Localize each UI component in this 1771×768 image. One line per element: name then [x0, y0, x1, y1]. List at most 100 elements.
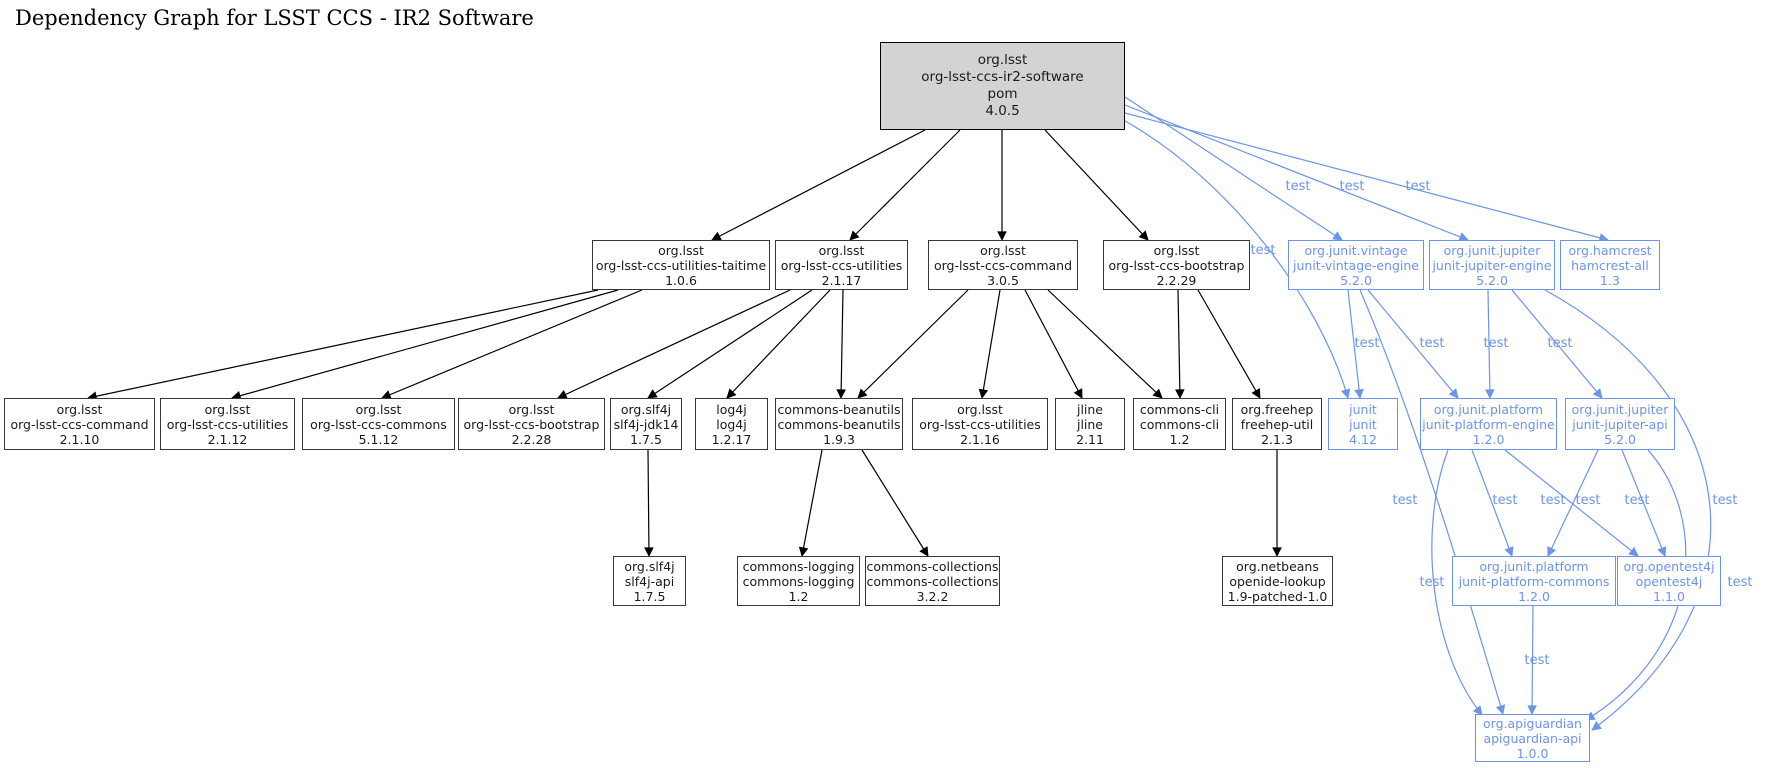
edge-label-test: test — [1251, 243, 1276, 258]
edge-vintage-to-platformengine — [1367, 289, 1459, 399]
node-label-line: 1.2 — [1169, 431, 1190, 447]
edge-label-test: test — [1286, 179, 1311, 194]
node-label-line: org.lsst — [957, 401, 1003, 417]
edge-label-test: test — [1420, 336, 1445, 351]
edge-jupiterengine-to-apiguardian — [1544, 289, 1712, 731]
edge-root-to-utilities217 — [849, 129, 961, 241]
node-label-line: pom — [987, 86, 1018, 102]
node-label-line: 1.0.0 — [1516, 745, 1549, 761]
node-label-line: 2.2.29 — [1156, 272, 1197, 288]
edge-label-test: test — [1355, 336, 1380, 351]
edge-jupiterapi-to-opentest4j — [1621, 449, 1667, 557]
node-label-line: org-lsst-ccs-command — [933, 257, 1073, 273]
edge-root-to-hamcrest — [1124, 112, 1609, 243]
node-label-line: opentest4j — [1635, 573, 1703, 589]
edge-label-test: test — [1484, 336, 1509, 351]
node-label-line: 2.11 — [1076, 431, 1104, 447]
edge-command305-to-jline — [1024, 289, 1083, 399]
node-label-line: commons-collections — [866, 573, 999, 589]
node-label-line: org-lsst-ccs-commons — [310, 416, 447, 432]
node-label-line: commons-logging — [742, 558, 855, 574]
edge-slf4jjdk14-to-slf4japi — [644, 449, 654, 557]
edge-platformengine-to-opentest4j — [1504, 449, 1639, 557]
edge-beanutils-to-commonscollections — [861, 449, 929, 557]
node-label-line: 1.9-patched-1.0 — [1227, 588, 1328, 604]
edge-label-test: test — [1493, 493, 1518, 508]
node-label-line: 3.2.2 — [916, 588, 949, 604]
node-label-line: org.lsst — [980, 242, 1026, 258]
edge-beanutils-to-commonslogging — [798, 449, 823, 557]
edge-utilities217-to-slf4jjdk14 — [647, 289, 813, 399]
edge-root-to-bootstrap2229 — [1044, 129, 1149, 241]
node-label-line: 3.0.5 — [987, 272, 1019, 288]
node-label-line: org-lsst-ccs-utilities — [780, 257, 903, 273]
node-label-line: org.junit.jupiter — [1571, 401, 1669, 417]
node-label-line: 4.0.5 — [985, 103, 1020, 119]
node-label-line: org.lsst — [56, 401, 103, 417]
node-label-line: org.slf4j — [620, 401, 672, 417]
node-label-line: org.junit.vintage — [1304, 242, 1408, 258]
node-label-line: org-lsst-ccs-bootstrap — [463, 416, 600, 432]
edge-label-test: test — [1406, 179, 1431, 194]
edge-root-to-taitime — [711, 129, 926, 241]
node-label-line: junit-jupiter-engine — [1432, 257, 1552, 273]
node-label-line: org-lsst-ccs-utilities — [166, 416, 289, 432]
node-label-line: 1.9.3 — [823, 431, 855, 447]
edge-label-test: test — [1525, 653, 1550, 668]
node-label-line: org.netbeans — [1236, 558, 1319, 574]
node-label-line: org-lsst-ccs-command — [10, 416, 149, 432]
node-label-line: org-lsst-ccs-bootstrap — [1108, 257, 1245, 273]
node-label-line: 1.7.5 — [633, 588, 666, 604]
node-label-line: 2.1.12 — [207, 431, 248, 447]
node-label-line: org.apiguardian — [1483, 715, 1582, 731]
node-label-line: org.lsst — [355, 401, 402, 417]
edge-vintage-to-junit — [1347, 289, 1364, 399]
edge-jupiterengine-to-platformengine — [1485, 289, 1495, 399]
node-label-line: org-lsst-ccs-utilities-taitime — [595, 257, 767, 273]
node-label-line: 2.1.10 — [59, 431, 100, 447]
node-label-line: 2.1.16 — [960, 431, 1000, 447]
node-label-line: 1.2 — [788, 588, 809, 604]
node-label-line: 5.2.0 — [1340, 272, 1372, 288]
node-label-line: commons-cli — [1139, 416, 1220, 432]
edge-bootstrap2229-to-freehep — [1197, 289, 1261, 399]
edge-jupiterengine-to-jupiterapi — [1511, 289, 1603, 399]
node-label-line: org.junit.jupiter — [1443, 242, 1541, 258]
edge-utilities217-to-bootstrap2228 — [557, 289, 791, 399]
node-label-line: 5.2.0 — [1476, 272, 1508, 288]
edge-label-test: test — [1576, 493, 1601, 508]
edge-label-test: test — [1340, 179, 1365, 194]
node-label-line: jline — [1076, 401, 1104, 417]
node-label-line: 2.1.3 — [1261, 431, 1293, 447]
edge-root-to-jupiterengine — [1124, 104, 1469, 242]
node-label-line: 2.2.28 — [511, 431, 552, 447]
edge-label-test: test — [1393, 493, 1418, 508]
node-label-line: 4.12 — [1349, 431, 1377, 447]
edge-label-test: test — [1713, 493, 1738, 508]
node-label-line: org.lsst — [977, 52, 1028, 68]
edge-command305-to-beanutils — [857, 289, 969, 399]
node-label-line: slf4j-jdk14 — [613, 416, 679, 432]
node-label-line: commons-beanutils — [777, 416, 901, 432]
edge-command305-to-commonscli — [1047, 289, 1163, 399]
edge-taitime-to-utilities2112 — [231, 289, 619, 401]
node-label-line: log4j — [716, 416, 747, 432]
node-label-line: junit-jupiter-api — [1572, 416, 1668, 432]
edge-platformengine-to-platformcommons — [1471, 449, 1514, 557]
